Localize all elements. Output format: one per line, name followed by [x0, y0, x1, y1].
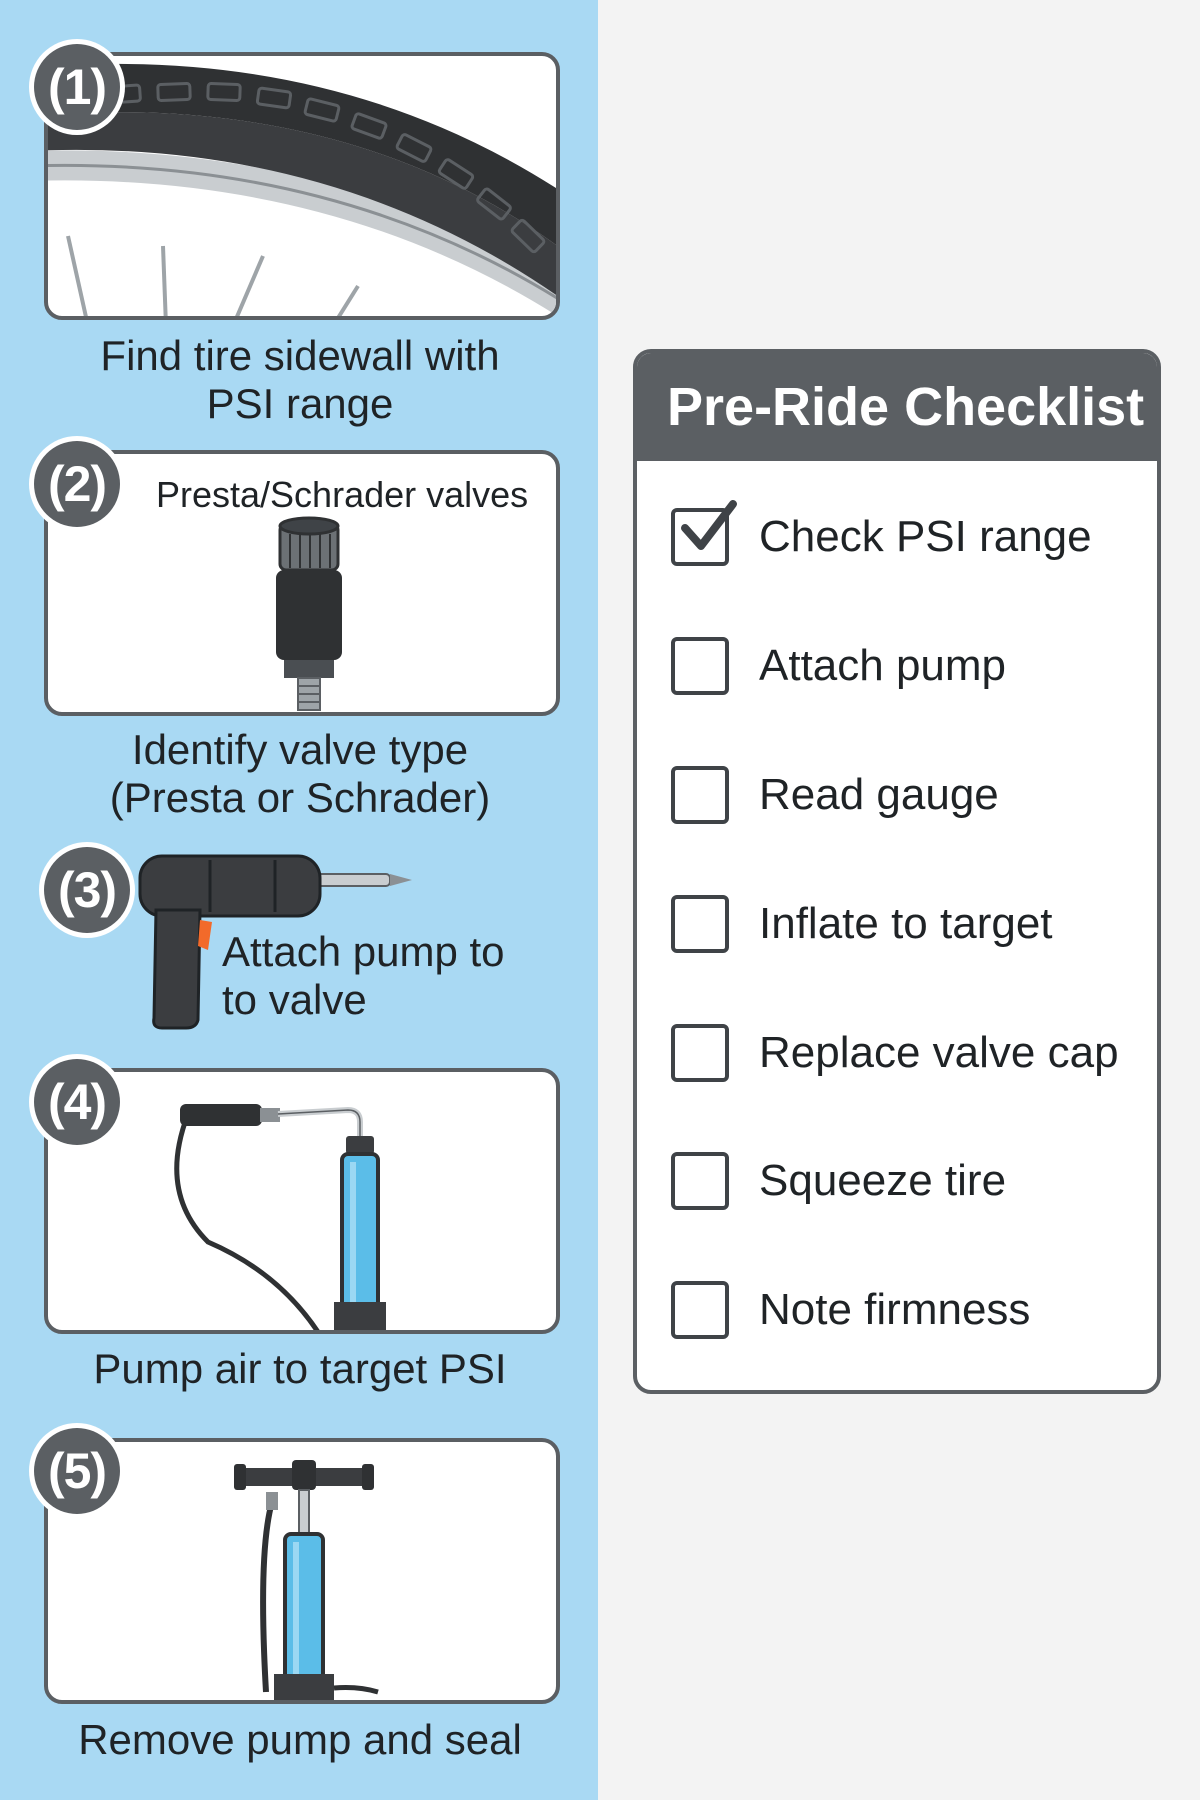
checkbox[interactable]: [671, 637, 729, 695]
checklist-item-label: Attach pump: [759, 641, 1007, 690]
checklist-item-note-firmness[interactable]: Note firmness: [671, 1281, 1030, 1339]
step-5-badge: (5): [34, 1428, 120, 1514]
checkbox-checked[interactable]: [671, 500, 737, 566]
step-1-caption: Find tire sidewall with PSI range: [100, 332, 500, 427]
bike-tire-icon: [48, 64, 556, 316]
checklist-item-label: Read gauge: [759, 770, 999, 819]
steps-panel: (1) Find tire sidewall with PSI range: [0, 0, 598, 1800]
checklist-item-label: Note firmness: [759, 1285, 1031, 1334]
valve-types-label: Presta/Schrader valves: [156, 474, 529, 515]
step-3-badge: (3): [44, 847, 130, 933]
checkbox[interactable]: [671, 766, 729, 824]
step-4-caption: Pump air to target PSI: [93, 1345, 507, 1392]
step-1-badge: (1): [34, 44, 120, 130]
step-5-card: [44, 1438, 560, 1704]
checkbox[interactable]: [671, 1152, 729, 1210]
step-3-caption: Attach pump to to valve: [222, 928, 505, 1023]
checklist-item-read-gauge[interactable]: Read gauge: [671, 766, 999, 824]
checkbox[interactable]: [671, 1281, 729, 1339]
floor-pump-icon: [174, 1104, 386, 1330]
pump-gun-icon: [138, 854, 412, 1030]
checklist-item-squeeze-tire[interactable]: Squeeze tire: [671, 1152, 1006, 1210]
step-2-card: Presta/Schrader valves: [44, 450, 560, 716]
checkbox[interactable]: [671, 895, 729, 953]
step-1-card: [44, 52, 560, 320]
step-2-caption: Identify valve type (Presta or Schrader): [109, 726, 491, 821]
step-2-badge: (2): [34, 441, 120, 527]
checklist-item-check-psi-range[interactable]: Check PSI range: [671, 500, 1092, 566]
checklist-item-replace-valve-cap[interactable]: Replace valve cap: [671, 1024, 1119, 1082]
checklist-item-attach-pump[interactable]: Attach pump: [671, 637, 1006, 695]
checklist-item-label: Squeeze tire: [759, 1156, 1007, 1205]
checklist-title: Pre-Ride Checklist: [637, 353, 1157, 461]
checklist-item-inflate-to-target[interactable]: Inflate to target: [671, 895, 1053, 953]
valve-icon: [276, 516, 342, 711]
checklist-item-label: Check PSI range: [759, 512, 1092, 561]
pre-ride-checklist: Pre-Ride Checklist Check PSI range Attac…: [633, 349, 1161, 1394]
step-4-badge: (4): [34, 1059, 120, 1145]
floor-pump-icon: [234, 1460, 379, 1700]
step-5-caption: Remove pump and seal: [78, 1716, 522, 1763]
checklist-item-label: Replace valve cap: [759, 1028, 1119, 1077]
checklist-item-label: Inflate to target: [759, 899, 1053, 948]
step-4-card: [44, 1068, 560, 1334]
checkbox[interactable]: [671, 1024, 729, 1082]
checkmark-icon: [681, 500, 737, 550]
